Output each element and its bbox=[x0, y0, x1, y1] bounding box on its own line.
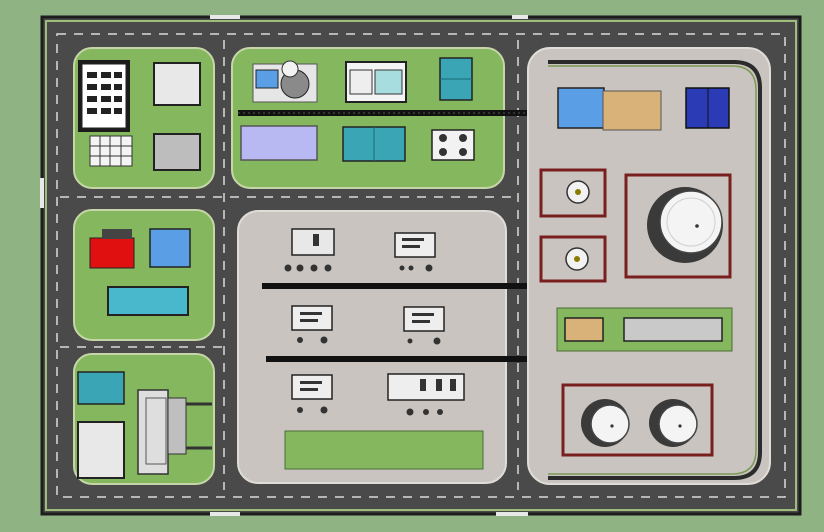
office-building-2 bbox=[153, 133, 201, 171]
small-tank-2 bbox=[565, 247, 589, 271]
process-zone bbox=[237, 210, 507, 484]
pump-skid bbox=[431, 129, 475, 161]
fire-station-zone bbox=[73, 209, 215, 341]
storage-building-teal bbox=[77, 371, 125, 405]
small-tank-dike-2 bbox=[539, 235, 607, 283]
tank-farm-building-tan bbox=[602, 90, 662, 131]
process-unit-6 bbox=[387, 373, 465, 416]
large-tank-dike-2 bbox=[561, 383, 714, 457]
office-building-1 bbox=[153, 62, 201, 106]
process-unit-2 bbox=[394, 232, 436, 272]
perimeter-curb bbox=[45, 20, 797, 511]
gate-post-west bbox=[40, 178, 44, 208]
tank-farm-building-blue bbox=[557, 87, 605, 129]
process-unit-4 bbox=[403, 306, 445, 345]
warehouse-building bbox=[77, 421, 125, 479]
pipe-rack-middle-2 bbox=[266, 356, 540, 362]
road-centerline-outer bbox=[56, 33, 786, 498]
loading-bay bbox=[623, 317, 723, 342]
pipe-rack-north bbox=[238, 110, 538, 116]
gate-post-south-2 bbox=[496, 512, 528, 516]
large-tank-2 bbox=[581, 399, 630, 447]
large-tank-1 bbox=[647, 187, 723, 263]
pipe-rack-middle-1 bbox=[262, 283, 540, 289]
utility-building-lavender bbox=[240, 125, 318, 161]
fire-water-pool bbox=[107, 286, 189, 316]
parking-grid bbox=[89, 135, 133, 167]
boiler-house bbox=[252, 60, 318, 103]
admin-building bbox=[78, 60, 130, 132]
small-tank-dike-1 bbox=[539, 168, 607, 218]
process-unit-5 bbox=[291, 374, 333, 414]
gate-post-north bbox=[210, 15, 240, 19]
process-unit-3 bbox=[291, 305, 333, 344]
rail-track bbox=[548, 60, 762, 480]
fire-water-tank bbox=[149, 228, 191, 268]
loading-shed bbox=[137, 389, 212, 475]
fire-station-building bbox=[89, 229, 135, 269]
small-tank-1 bbox=[566, 180, 590, 204]
gate-post-south bbox=[210, 512, 240, 516]
large-tank-3 bbox=[649, 399, 698, 447]
process-unit-1 bbox=[284, 228, 335, 272]
control-building bbox=[345, 61, 407, 103]
large-tank-dike-1 bbox=[624, 173, 732, 279]
gate-post-north-2 bbox=[512, 15, 528, 19]
tank-farm-zone bbox=[527, 47, 771, 485]
product-building-tan bbox=[564, 317, 604, 342]
process-lawn bbox=[284, 430, 484, 470]
